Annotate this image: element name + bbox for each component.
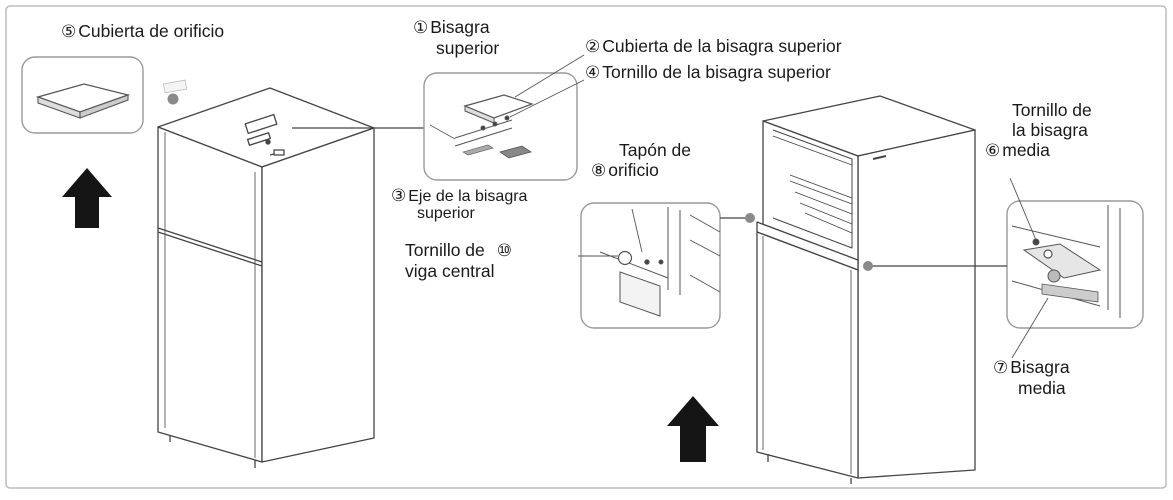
hole-cover-detail: [21, 56, 144, 134]
leader-line-middle-screw: [1009, 177, 1037, 241]
hole-cover-piece: [163, 79, 188, 94]
leader-line-hinge-cover: [514, 54, 585, 98]
right-refrigerator: [756, 95, 976, 484]
hole-cover-marker: [167, 93, 179, 105]
diagram-frame: [5, 5, 1167, 489]
leader-line-plug: [631, 208, 643, 253]
up-arrow-icon: [667, 396, 719, 462]
up-arrow-icon: [62, 168, 112, 228]
middle-hinge-detail: [1006, 200, 1144, 329]
left-refrigerator: [157, 87, 375, 468]
hole-plug-detail: [580, 202, 721, 329]
leader-line-hinge-screw: [509, 79, 585, 118]
hole-plug-marker: [745, 213, 755, 223]
middle-hinge-marker: [863, 261, 873, 271]
leader-line-middle-hinge-part: [1011, 297, 1049, 359]
top-hinge-detail: [423, 72, 578, 181]
